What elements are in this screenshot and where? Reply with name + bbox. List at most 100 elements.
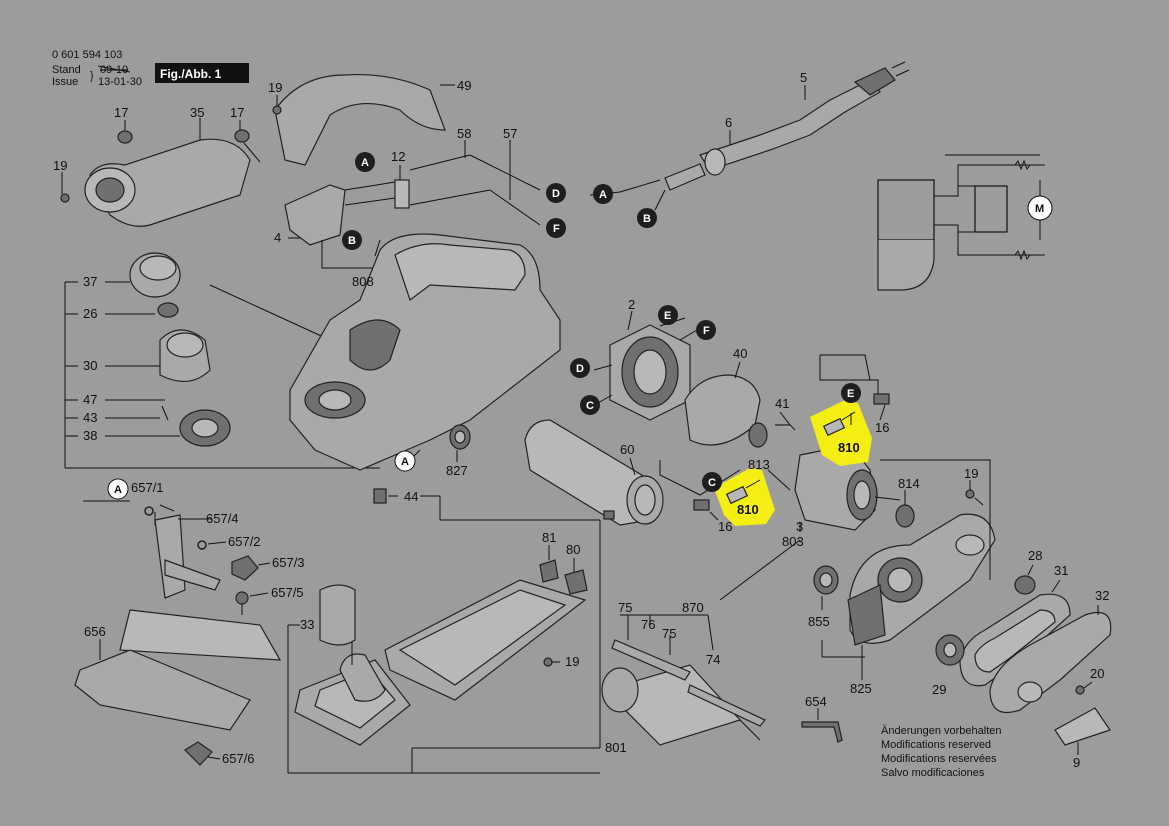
svg-text:C: C xyxy=(586,400,594,412)
eccentric-spindle xyxy=(339,653,386,702)
part-number: 19 xyxy=(268,80,282,95)
svg-text:D: D xyxy=(552,188,560,200)
part-number: 80 xyxy=(566,542,580,557)
part-number: 37 xyxy=(83,274,97,289)
part-number: 47 xyxy=(83,392,97,407)
part-number: 32 xyxy=(1095,588,1109,603)
modifications-notice: Änderungen vorbehalten Modifications res… xyxy=(881,725,1001,779)
screw-19-base xyxy=(543,657,553,667)
connector-d-top: D xyxy=(546,183,566,203)
depth-knob-stack xyxy=(129,252,231,447)
brush-assemblies xyxy=(659,354,890,521)
figure-badge xyxy=(155,63,249,83)
bearing-814 xyxy=(895,504,915,528)
part-number: 803 xyxy=(782,534,804,549)
part-number-highlighted: 810 xyxy=(838,440,860,455)
motor-symbol xyxy=(1027,195,1053,221)
wing-screw-657-6 xyxy=(184,741,213,766)
connector-markers: A B D F A B E F D C E C A A xyxy=(107,152,861,500)
pulley-28 xyxy=(1014,575,1036,595)
notice-line-es: Salvo modificaciones xyxy=(881,767,985,779)
part-number: 58 xyxy=(457,126,471,141)
part-number: 19 xyxy=(53,158,67,173)
field-stator xyxy=(593,310,698,421)
rubber-stop-left xyxy=(117,130,133,144)
part-number: 30 xyxy=(83,358,97,373)
housing-handle xyxy=(394,243,526,301)
bearing-41 xyxy=(748,422,768,448)
part-number: 827 xyxy=(446,463,468,478)
part-number: 12 xyxy=(391,149,405,164)
part-number: 17 xyxy=(230,105,244,120)
connector-e-stator: E xyxy=(658,305,678,325)
connector-f-stator: F xyxy=(696,320,716,340)
connector-b-cord: B xyxy=(637,208,657,228)
knob-ring xyxy=(157,302,179,318)
part-number: 43 xyxy=(83,410,97,425)
washer-657-2 xyxy=(197,540,207,550)
part-number: 808 xyxy=(352,274,374,289)
air-guide-part xyxy=(684,374,761,446)
armature-assembly xyxy=(748,411,915,532)
part-number: 29 xyxy=(932,682,946,697)
notice-line-fr: Modifications reservées xyxy=(881,753,997,765)
strike-line xyxy=(97,65,131,73)
switch-assembly xyxy=(284,140,541,269)
part-number: 33 xyxy=(300,617,314,632)
part-number: 38 xyxy=(83,428,97,443)
wiring-schematic: M xyxy=(877,154,1053,291)
screw-20 xyxy=(1075,685,1085,695)
part-number: 60 xyxy=(620,442,634,457)
part-number-highlighted: 810 xyxy=(737,502,759,517)
svg-text:A: A xyxy=(114,484,122,496)
part-number: 9 xyxy=(1073,755,1080,770)
connector-a-top: A xyxy=(355,152,375,172)
brace-glyph: } xyxy=(90,70,94,82)
part-number: 2 xyxy=(628,297,635,312)
connector-a-cord: A xyxy=(593,184,613,204)
connector-d-stator: D xyxy=(570,358,590,378)
part-number: 74 xyxy=(706,652,720,667)
switch-block xyxy=(394,179,410,209)
part-number: 75 xyxy=(618,600,632,615)
hex-key-654 xyxy=(801,708,843,743)
screw-19-right xyxy=(965,489,975,499)
brush-holder-lower xyxy=(693,499,710,511)
spring-81 xyxy=(539,559,559,583)
part-number: 20 xyxy=(1090,666,1104,681)
issue-date: 13-01-30 xyxy=(98,76,142,88)
part-number: 81 xyxy=(542,530,556,545)
power-cord-assembly xyxy=(619,61,910,211)
part-number: 49 xyxy=(457,78,471,93)
cord-sleeve xyxy=(664,163,706,191)
blade xyxy=(687,684,766,727)
part-number: 26 xyxy=(83,306,97,321)
svg-text:E: E xyxy=(847,388,854,400)
label-leaders xyxy=(83,500,271,760)
wing-screw-657-3 xyxy=(231,555,259,581)
stand-label: Stand xyxy=(52,64,81,76)
carbon-brush-upper xyxy=(822,417,846,437)
connector-a-housing: A xyxy=(394,450,416,472)
part-number: 3 xyxy=(796,519,803,534)
part-number: 31 xyxy=(1054,563,1068,578)
part-number: 657/6 xyxy=(222,751,255,766)
svg-text:E: E xyxy=(664,310,671,322)
part-number: 19 xyxy=(964,466,978,481)
main-housing xyxy=(289,233,561,471)
screw-19-top xyxy=(272,105,282,115)
part-number: 654 xyxy=(805,694,827,709)
connector-c-stator: C xyxy=(580,395,600,415)
blade-holder xyxy=(611,639,691,681)
connector-f-top: F xyxy=(546,218,566,238)
part-number: 76 xyxy=(641,617,655,632)
highlight-region-upper xyxy=(810,400,872,466)
plug-body xyxy=(853,67,896,96)
part-number: 28 xyxy=(1028,548,1042,563)
part-number: 870 xyxy=(682,600,704,615)
svg-text:B: B xyxy=(348,235,356,247)
part-number: 41 xyxy=(775,396,789,411)
part-number: 75 xyxy=(662,626,676,641)
